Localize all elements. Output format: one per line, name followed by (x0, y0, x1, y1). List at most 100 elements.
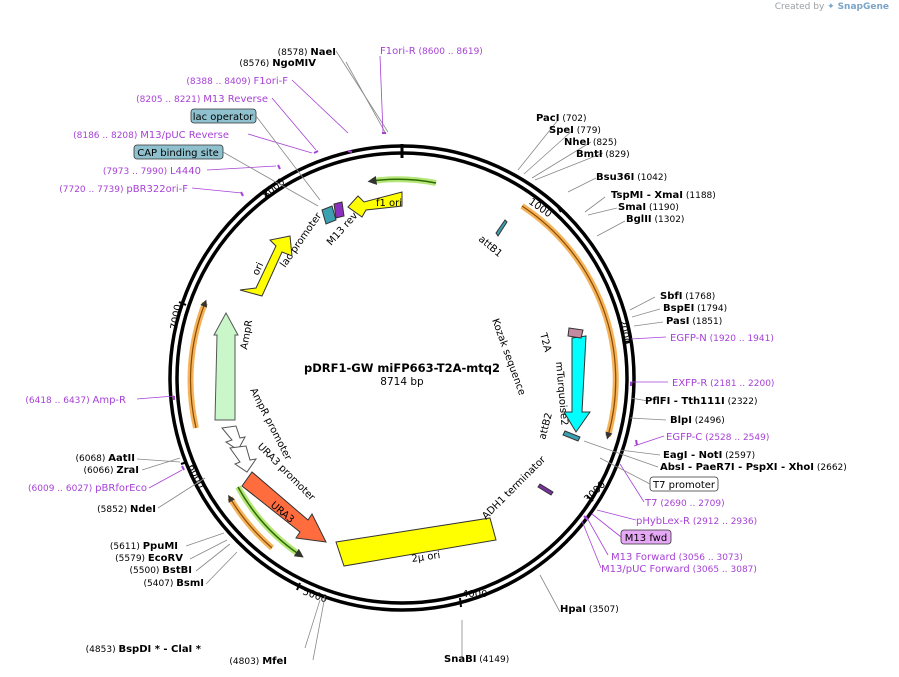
lac-operator-leader (255, 115, 321, 201)
enzyme-site-6[interactable]: Bsu36I (1042) (596, 172, 667, 183)
primer-13[interactable]: (6418 .. 6437) Amp-R (25, 395, 126, 406)
enzyme-site-7[interactable]: TspMI - XmaI (1188) (611, 190, 716, 201)
m13-fwd-label: M13 fwd (625, 533, 667, 544)
m13-rev-block (333, 201, 345, 219)
ampr-arrow (213, 311, 239, 421)
plasmid-size: 8714 bp (380, 376, 424, 388)
lac-operator-box: lac operator (190, 108, 257, 124)
enzyme-site-4[interactable]: NheI (825) (564, 137, 617, 148)
primer-0[interactable]: F1ori-R (8600 .. 8619) (380, 46, 483, 57)
primer-4[interactable]: (7973 .. 7990) L4440 (103, 166, 201, 177)
orange-arc-left-core (189, 299, 208, 429)
enzyme-labels: (8578) NaeI(8576) NgoMIV PacI (702)SpeI (… (75, 47, 846, 667)
primer-5[interactable]: (7720 .. 7739) pBR322ori-F (59, 184, 188, 195)
primer-marks (173, 132, 638, 521)
primer-11[interactable]: M13 Forward (3056 .. 3073) (611, 552, 743, 563)
attB1-label: attB1 (476, 234, 504, 260)
enzyme-site-14[interactable]: BlpI (2496) (670, 415, 725, 426)
orange-arc-right (520, 203, 619, 437)
tick-label-2000: 2000 (616, 319, 631, 346)
primer-2[interactable]: (8205 .. 8221) M13 Reverse (136, 94, 268, 105)
enzyme-site-11[interactable]: BspEI (1794) (663, 303, 727, 314)
cap-site-label: CAP binding site (137, 148, 219, 159)
tick-label-7000: 7000 (169, 304, 184, 331)
ura3-arrow (241, 471, 327, 543)
enzyme-site-5[interactable]: BmtI (829) (576, 149, 630, 160)
tick-label-4000: 4000 (462, 589, 487, 600)
t7-promoter-leader (599, 457, 651, 485)
m13-fwd-leader (591, 513, 622, 538)
enzyme-site-9[interactable]: BglII (1302) (626, 214, 684, 225)
primer-1[interactable]: (8388 .. 8409) F1ori-F (186, 76, 288, 87)
f1-ori-label: f1 ori (376, 198, 402, 209)
tick-marks (178, 189, 633, 608)
enzyme-site-18[interactable]: SnaBI (4149) (444, 654, 509, 665)
tick-label-6000: 6000 (185, 463, 206, 491)
ori-label: ori (251, 261, 266, 277)
primer-3[interactable]: (8186 .. 8208) M13/pUC Reverse (73, 130, 229, 141)
plasmid-name: pDRF1-GW miFP663-T2A-mtq2 (304, 361, 500, 375)
enzyme-site-3[interactable]: SpeI (779) (549, 125, 601, 136)
t2a-block (567, 327, 584, 339)
primer-12[interactable]: M13/pUC Forward (3065 .. 3087) (601, 564, 757, 575)
snapgene-logo-icon: ✦ (827, 2, 835, 12)
enzyme-site-27[interactable]: (6068) AatII (75, 453, 135, 464)
t2a-label: T2A (537, 331, 553, 354)
mturquoise2-label: mTurquoise2 (553, 361, 570, 426)
enzyme-site-10[interactable]: SbfI (1768) (660, 291, 715, 302)
primer-6[interactable]: EGFP-N (1920 .. 1941) (670, 333, 774, 344)
t7-promoter-box: T7 promoter (649, 476, 719, 492)
ura3-promoter-arrow (229, 445, 258, 473)
enzyme-site-15[interactable]: EagI - NotI (2597) (663, 450, 755, 461)
primer-leaders (136, 55, 668, 569)
enzyme-site-0[interactable]: (8578) NaeI (278, 47, 336, 58)
green-arc-bottom-core (237, 486, 304, 558)
enzyme-site-23[interactable]: (5579) EcoRV (115, 553, 183, 564)
ampr-promoter-arrow (221, 425, 246, 451)
attB2-label: attB2 (537, 412, 555, 441)
primer-8[interactable]: EGFP-C (2528 .. 2549) (666, 432, 769, 443)
orange-arc-bottom-core (228, 494, 273, 549)
enzyme-site-19[interactable]: (4853) BspDI * - ClaI * (86, 644, 202, 655)
t7-promoter-label: T7 promoter (652, 480, 716, 491)
cap-site-box: CAP binding site (133, 144, 224, 160)
kozak-label: Kozak sequence (489, 317, 527, 397)
enzyme-site-24[interactable]: (5611) PpuMI (110, 541, 178, 552)
enzyme-site-22[interactable]: (5500) BstBI (130, 565, 193, 576)
two-mu-ori-label: 2μ ori (411, 550, 441, 565)
enzyme-site-20[interactable]: (4803) MfeI (229, 656, 287, 667)
enzyme-site-1[interactable]: (8576) NgoMIV (239, 58, 316, 69)
enzyme-site-26[interactable]: (6066) ZraI (84, 465, 139, 476)
enzyme-site-25[interactable]: (5852) NdeI (97, 504, 156, 515)
enzyme-site-13[interactable]: PflFI - Tth111I (2322) (645, 396, 758, 407)
lac-operator-label: lac operator (193, 112, 254, 123)
lac-promoter-block (321, 205, 337, 225)
enzyme-site-21[interactable]: (5407) BsmI (143, 578, 204, 589)
m13-fwd-box: M13 fwd (620, 529, 672, 545)
two-mu-ori-arrow (335, 517, 497, 567)
credit-brand: SnapGene (837, 2, 889, 12)
enzyme-site-2[interactable]: PacI (702) (536, 113, 587, 124)
primer-14[interactable]: (6009 .. 6027) pBRforEco (28, 483, 147, 494)
enzyme-site-12[interactable]: PasI (1851) (666, 316, 722, 327)
ampr-label: AmpR (239, 319, 255, 350)
attB1-block (495, 219, 508, 237)
adh1-block (537, 483, 554, 496)
enzyme-site-17[interactable]: HpaI (3507) (560, 604, 619, 615)
primer-10[interactable]: pHybLex-R (2912 .. 2936) (636, 516, 757, 527)
orange-arc-right-core (521, 205, 617, 440)
cap-site-leader (222, 151, 319, 207)
green-arc-top-core (367, 175, 437, 185)
tick-label-8000: 8000 (261, 177, 288, 202)
enzyme-site-8[interactable]: SmaI (1190) (618, 202, 679, 213)
attB2-block (562, 430, 581, 442)
snapgene-credit: Created by ✦ SnapGene (775, 2, 889, 12)
primer-7[interactable]: EXFP-R (2181 .. 2200) (672, 378, 774, 389)
enzyme-site-16[interactable]: AbsI - PaeR7I - PspXI - XhoI (2662) (660, 462, 847, 473)
primer-9[interactable]: T7 (2690 .. 2709) (644, 498, 725, 509)
mturquoise2-arrow (563, 335, 591, 433)
adh1-label: ADH1 terminator (480, 454, 548, 522)
f1-ori-arrow (347, 191, 403, 218)
ori-arrow (239, 235, 293, 297)
